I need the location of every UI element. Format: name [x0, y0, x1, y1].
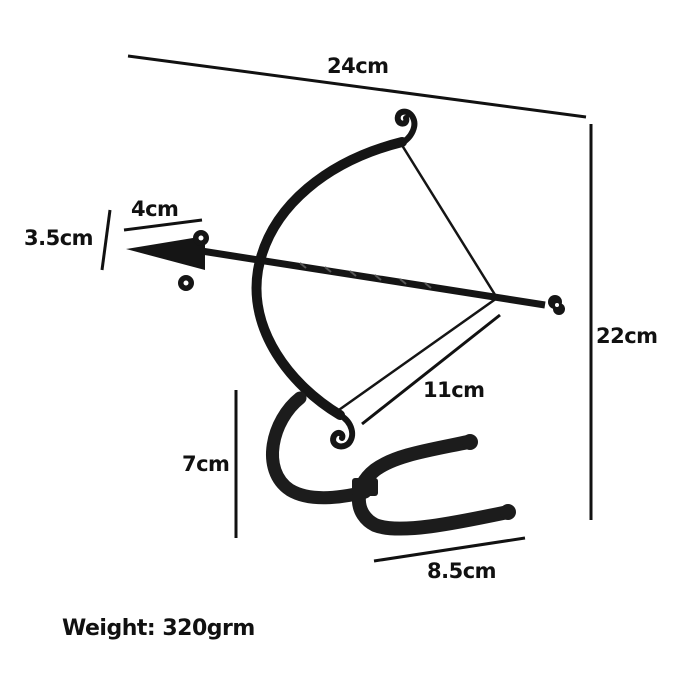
string-length-label: 11cm	[423, 378, 485, 402]
weight-label: Weight: 320grm	[62, 616, 255, 641]
arrow-shaft	[194, 246, 546, 309]
arrowhead-width-label: 3.5cm	[24, 226, 94, 250]
hook-neck	[266, 391, 372, 505]
hook-depth-label: 8.5cm	[427, 559, 497, 583]
top-scroll	[394, 108, 418, 147]
arrowhead	[126, 236, 205, 270]
width-label: 24cm	[327, 54, 389, 78]
twist-detail	[299, 262, 432, 289]
height-label: 22cm	[596, 324, 658, 348]
dimension-lines	[100, 54, 593, 563]
bow-limb	[251, 137, 407, 420]
arrowhead-length-label: 4cm	[131, 197, 179, 221]
hook-rivet	[352, 478, 378, 496]
width-dimension-line	[127, 54, 587, 119]
bottom-scroll	[330, 412, 356, 450]
string-length-line	[361, 313, 501, 426]
bow-arrow-object	[126, 108, 565, 536]
u-hook	[351, 435, 515, 536]
arrowhead-length-line	[123, 218, 203, 232]
arrowhead-width-line	[100, 209, 112, 271]
hook-height-label: 7cm	[182, 452, 230, 476]
hook-depth-line	[373, 536, 526, 563]
